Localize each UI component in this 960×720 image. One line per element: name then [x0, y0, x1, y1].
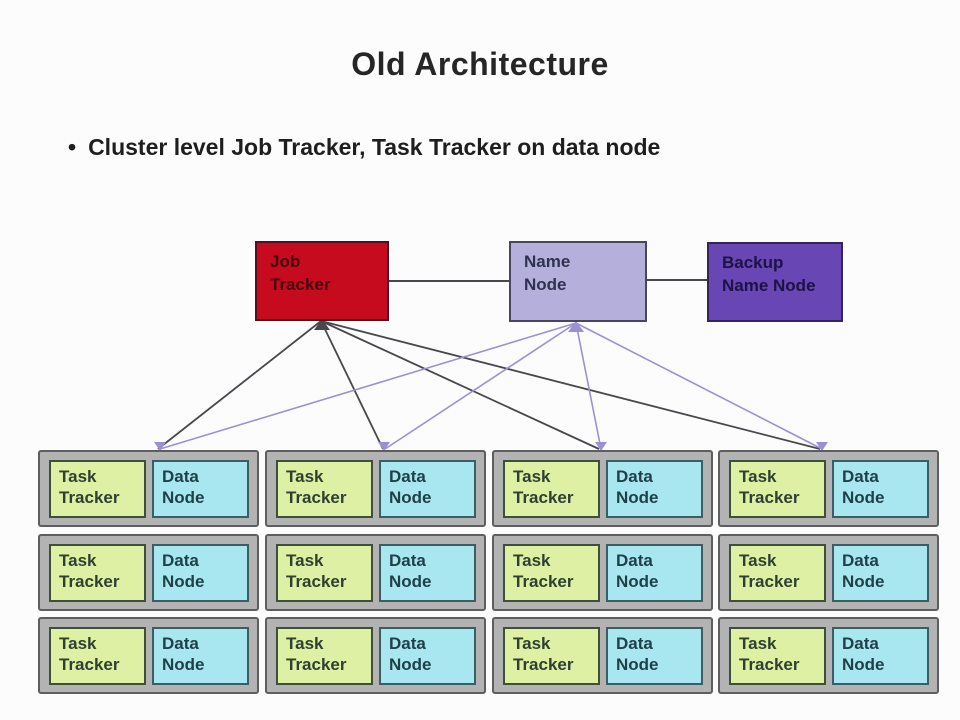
task-tracker-box: Task Tracker: [276, 460, 373, 518]
task-tracker-box: Task Tracker: [49, 544, 146, 602]
data-node-box: Data Node: [152, 460, 249, 518]
arrowhead-cluster-4: [816, 442, 828, 451]
cluster-node: Task Tracker Data Node: [38, 534, 259, 611]
arrowhead-cluster-3: [595, 442, 607, 451]
task-tracker-box: Task Tracker: [729, 627, 826, 685]
task-tracker-box: Task Tracker: [276, 627, 373, 685]
data-node-box: Data Node: [152, 544, 249, 602]
arrowhead-namenode: [568, 321, 584, 332]
data-node-box: Data Node: [606, 544, 703, 602]
bullet-marker: •: [68, 134, 77, 160]
data-node-box: Data Node: [152, 627, 249, 685]
cluster-node: Task Tracker Data Node: [265, 534, 486, 611]
connector-namenode-cluster-3: [575, 322, 602, 450]
task-tracker-box: Task Tracker: [276, 544, 373, 602]
task-tracker-box: Task Tracker: [503, 627, 600, 685]
cluster-node: Task Tracker Data Node: [492, 534, 713, 611]
bullet-text: Cluster level Job Tracker, Task Tracker …: [88, 134, 661, 160]
data-node-box: Data Node: [832, 627, 929, 685]
connector-namenode-cluster-1: [159, 322, 577, 450]
cluster-node: Task Tracker Data Node: [492, 450, 713, 527]
cluster-node: Task Tracker Data Node: [718, 450, 939, 527]
arrowhead-jobtracker: [314, 319, 330, 330]
task-tracker-box: Task Tracker: [503, 544, 600, 602]
cluster-node: Task Tracker Data Node: [265, 617, 486, 694]
cluster-node: Task Tracker Data Node: [38, 450, 259, 527]
connector-jobtracker-cluster-3: [320, 320, 600, 450]
task-tracker-box: Task Tracker: [729, 544, 826, 602]
cluster-node: Task Tracker Data Node: [265, 450, 486, 527]
data-node-box: Data Node: [379, 460, 476, 518]
cluster-node: Task Tracker Data Node: [718, 617, 939, 694]
data-node-box: Data Node: [832, 460, 929, 518]
cluster-node: Task Tracker Data Node: [38, 617, 259, 694]
task-tracker-box: Task Tracker: [729, 460, 826, 518]
arrowhead-cluster-2: [378, 442, 390, 451]
data-node-box: Data Node: [832, 544, 929, 602]
connector-jobtracker-cluster-1: [157, 320, 322, 450]
data-node-box: Data Node: [379, 627, 476, 685]
connector-jobtracker-cluster-4: [320, 320, 821, 450]
data-node-box: Data Node: [379, 544, 476, 602]
data-node-box: Data Node: [606, 460, 703, 518]
job-tracker-node: Job Tracker: [255, 241, 389, 321]
task-tracker-box: Task Tracker: [49, 460, 146, 518]
backup-name-node-node: Backup Name Node: [707, 242, 843, 322]
task-tracker-box: Task Tracker: [49, 627, 146, 685]
data-node-box: Data Node: [606, 627, 703, 685]
connector-jobtracker-cluster-2: [320, 320, 384, 450]
arrowhead-cluster-1: [154, 442, 166, 451]
connector-namenode-cluster-2: [384, 322, 577, 450]
cluster-node: Task Tracker Data Node: [492, 617, 713, 694]
task-tracker-box: Task Tracker: [503, 460, 600, 518]
slide-title: Old Architecture: [351, 46, 609, 82]
cluster-node: Task Tracker Data Node: [718, 534, 939, 611]
connector-namenode-cluster-4: [575, 322, 823, 450]
bullet-line: • Cluster level Job Tracker, Task Tracke…: [68, 134, 868, 161]
name-node-node: Name Node: [509, 241, 647, 322]
